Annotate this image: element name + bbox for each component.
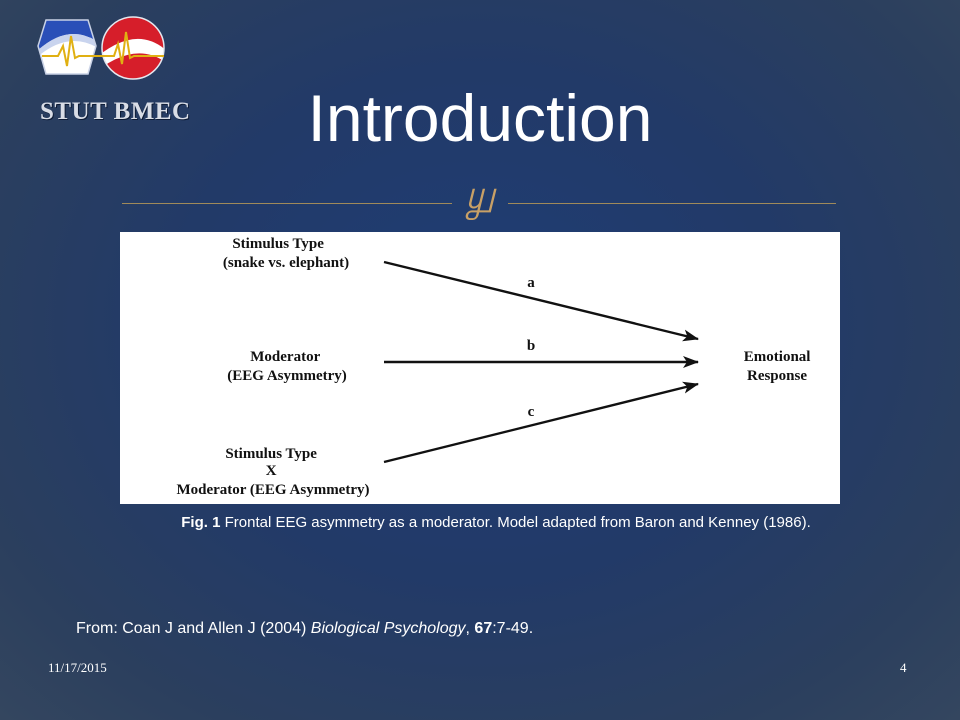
node-interaction-line3: Moderator (EEG Asymmetry) [176, 482, 369, 498]
title-divider-left [122, 203, 452, 204]
node-moderator-line2: (EEG Asymmetry) [227, 368, 347, 384]
moderator-model-figure: Stimulus Type (snake vs. elephant) Moder… [120, 232, 840, 504]
figure-caption: Fig. 1 Frontal EEG asymmetry as a modera… [0, 514, 960, 531]
citation-authors: From: Coan J and Allen J (2004) [76, 620, 311, 637]
node-moderator: Moderator (EEG Asymmetry) [227, 349, 347, 384]
node-interaction-line2: X [266, 463, 277, 479]
path-label-a: a [527, 275, 535, 291]
citation-pages: :7-49. [492, 620, 534, 637]
caption-figure-number: Fig. 1 [181, 514, 221, 531]
citation-separator: , [465, 620, 475, 637]
slide-number: 4 [900, 660, 907, 675]
logo-emblem-icon [37, 16, 165, 80]
title-divider-right [508, 203, 836, 204]
node-stimulus-type: Stimulus Type (snake vs. elephant) [223, 236, 349, 271]
path-arrow-a [383, 260, 699, 342]
ornament-glyph-icon: ௶ [464, 172, 496, 218]
caption-text: Frontal EEG asymmetry as a moderator. Mo… [220, 514, 811, 531]
node-emotional-response: Emotional Response [744, 349, 814, 384]
slide-title: Introduction [307, 81, 653, 155]
node-emotional-response-line2: Response [747, 368, 807, 384]
logo-text: STUT BMEC [40, 98, 191, 125]
node-moderator-line1: Moderator [250, 349, 320, 365]
source-citation: From: Coan J and Allen J (2004) Biologic… [76, 620, 533, 638]
node-interaction-line1: Stimulus Type [225, 446, 317, 462]
footer-date: 11/17/2015 [48, 660, 107, 675]
node-emotional-response-line1: Emotional [744, 349, 811, 365]
path-label-c: c [528, 404, 535, 420]
node-interaction: Stimulus Type X Moderator (EEG Asymmetry… [176, 446, 369, 498]
stut-bmec-logo: STUT BMEC [18, 12, 193, 125]
citation-volume: 67 [474, 620, 493, 637]
node-stimulus-type-line2: (snake vs. elephant) [223, 255, 349, 271]
moderator-diagram: Stimulus Type (snake vs. elephant) Moder… [176, 236, 814, 498]
citation-journal: Biological Psychology [310, 620, 466, 637]
node-stimulus-type-line1: Stimulus Type [232, 236, 324, 252]
path-arrow-c [383, 381, 699, 464]
path-label-b: b [527, 338, 535, 354]
